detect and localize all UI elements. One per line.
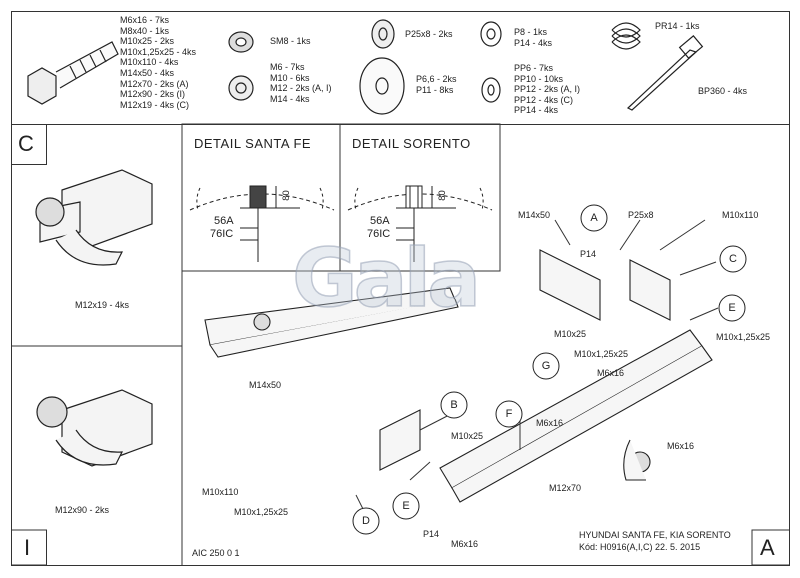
- bolt-item: M10x25 - 2ks: [120, 36, 175, 47]
- label-m10x25-top: M10x25: [554, 329, 587, 339]
- label-m6x16-left: M6x16: [536, 418, 564, 428]
- panel-c-label: M12x19 - 4ks: [75, 300, 130, 310]
- panel-letter-i: I: [24, 535, 31, 560]
- sm8-label: SM8 - 1ks: [270, 36, 311, 46]
- detail-sorento-title: DETAIL SORENTO: [352, 136, 471, 151]
- bolt-item: M14x50 - 4ks: [120, 67, 175, 78]
- nut-list: M6 - 7ks M10 - 6ks M12 - 2ks (A, I) M14 …: [270, 62, 332, 104]
- callout-d: D: [362, 515, 370, 527]
- dim-80-santa-fe: 80: [280, 190, 292, 201]
- bolt-list: M6x16 - 7ks M8x40 - 1ks M10x25 - 2ks M10…: [120, 15, 196, 110]
- dim-56a-santa-fe: 56A: [214, 215, 234, 227]
- hitch-panel-drawings: [35, 169, 153, 467]
- label-m6x16-right: M6x16: [667, 441, 695, 451]
- washer-item: PP12 - 2ks (A, I): [514, 84, 581, 95]
- callout-e-top: E: [728, 302, 736, 314]
- label-m10x25-bottom: M10x25: [451, 431, 484, 441]
- main-assembly-drawing: [204, 249, 713, 503]
- dim-56a-sorento: 56A: [370, 215, 390, 227]
- callout-a: A: [590, 212, 598, 224]
- pp-list: PP6 - 7ks PP10 - 10ks PP12 - 2ks (A, I) …: [514, 63, 580, 116]
- p25-label: P25x8 - 2ks: [405, 29, 453, 39]
- bp360-label: BP360 - 4ks: [698, 86, 748, 96]
- label-m6x16-g: M6x16: [597, 368, 625, 378]
- nut-item: M12 - 2ks (A, I): [270, 83, 332, 94]
- label-p14-top: P14: [580, 249, 597, 259]
- callout-g: G: [541, 360, 551, 372]
- detail-santa-fe-title: DETAIL SANTA FE: [194, 136, 312, 151]
- washer-item: P14 - 4ks: [514, 37, 553, 48]
- label-p25x8: P25x8: [628, 210, 654, 220]
- label-m10x125-top: M10x1,25x25: [716, 332, 771, 342]
- label-p14-bottom: P14: [423, 529, 440, 539]
- label-m12x70: M12x70: [549, 483, 582, 493]
- nut-item: M10 - 6ks: [270, 72, 310, 83]
- nut-item: M6 - 7ks: [270, 62, 305, 72]
- label-m10x110-top: M10x110: [722, 210, 759, 220]
- panel-letter-a: A: [760, 535, 775, 560]
- label-m10x125-bottom: M10x1,25x25: [234, 507, 289, 517]
- bolt-item: M6x16 - 7ks: [120, 15, 170, 25]
- p66-list: P6,6 - 2ks P11 - 8ks: [416, 74, 457, 95]
- p8-list: P8 - 1ks P14 - 4ks: [514, 27, 552, 48]
- dim-80-sorento: 80: [436, 190, 448, 201]
- bolt-item: M12x90 - 2ks (I): [120, 89, 186, 100]
- callout-f: F: [505, 408, 513, 420]
- label-m10x125-mid: M10x1,25x25: [574, 349, 629, 359]
- nut-item: M14 - 4ks: [270, 93, 310, 104]
- label-m10x110-bottom: M10x110: [202, 487, 239, 497]
- label-m6x16-bottom: M6x16: [451, 539, 479, 549]
- drawing-code: AIC 250 0 1: [192, 548, 240, 558]
- label-m14x50-bottom: M14x50: [249, 380, 282, 390]
- gala-logo: Gala: [291, 231, 482, 326]
- drawing-kod: Kód: H0916(A,I,C) 22. 5. 2015: [579, 542, 701, 552]
- pr14-label: PR14 - 1ks: [655, 21, 700, 31]
- callout-b: B: [450, 399, 458, 411]
- detail-diagrams: [189, 185, 493, 262]
- washer-item: PP14 - 4ks: [514, 105, 559, 116]
- washer-item: PP10 - 10ks: [514, 73, 564, 84]
- label-m14x50-top: M14x50: [518, 210, 551, 220]
- vehicle-model: HYUNDAI SANTA FE, KIA SORENTO: [579, 530, 731, 540]
- panel-i-label: M12x90 - 2ks: [55, 505, 110, 515]
- washer-item: P6,6 - 2ks: [416, 74, 457, 84]
- washer-item: PP12 - 4ks (C): [514, 94, 574, 105]
- callout-e-bottom: E: [402, 500, 410, 512]
- bolt-item: M12x70 - 2ks (A): [120, 78, 189, 89]
- panel-letter-c: C: [18, 131, 34, 156]
- bolt-item: M10x1,25x25 - 4ks: [120, 46, 197, 57]
- dim-76ic-sorento: 76IC: [367, 228, 391, 240]
- dim-76ic-santa-fe: 76IC: [210, 228, 234, 240]
- callout-c: C: [729, 253, 737, 265]
- washer-item: PP6 - 7ks: [514, 63, 554, 73]
- parts-drawings: [27, 19, 704, 115]
- bolt-item: M10x110 - 4ks: [120, 57, 179, 68]
- callout-circles: [352, 204, 747, 535]
- bolt-item: M12x19 - 4ks (C): [120, 99, 190, 110]
- washer-item: P11 - 8ks: [416, 84, 454, 95]
- washer-item: P8 - 1ks: [514, 27, 548, 37]
- bolt-item: M8x40 - 1ks: [120, 25, 170, 36]
